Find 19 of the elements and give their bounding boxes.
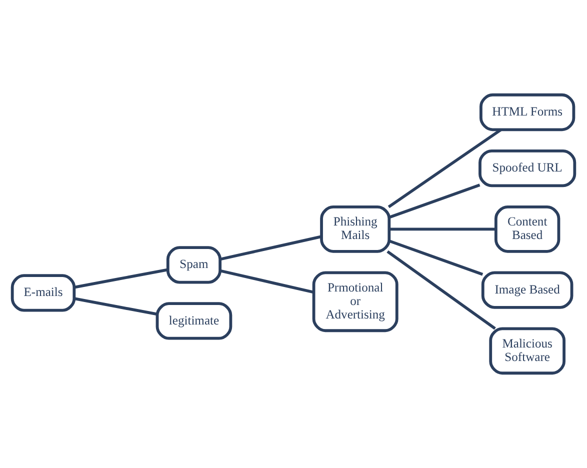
node-box: Malicious Software [489,327,566,375]
node-box: Prmotional or Advertising [312,271,398,332]
node-box: Spam [166,246,222,284]
node-box: Spoofed URL [478,149,576,188]
connector [388,128,502,208]
node-box: Content Based [494,206,560,253]
connector [220,235,322,261]
connector [390,228,496,231]
connector [220,269,314,294]
connector [74,268,168,289]
connector [389,184,480,219]
node-box: legitimate [156,302,232,340]
node-box: Image Based [481,271,574,309]
connector [74,297,158,316]
connector [386,250,496,330]
connector [389,240,484,276]
node-box: E-mails [10,274,76,312]
node-box: Phishing Mails [320,206,391,253]
node-box: HTML Forms [480,93,576,132]
